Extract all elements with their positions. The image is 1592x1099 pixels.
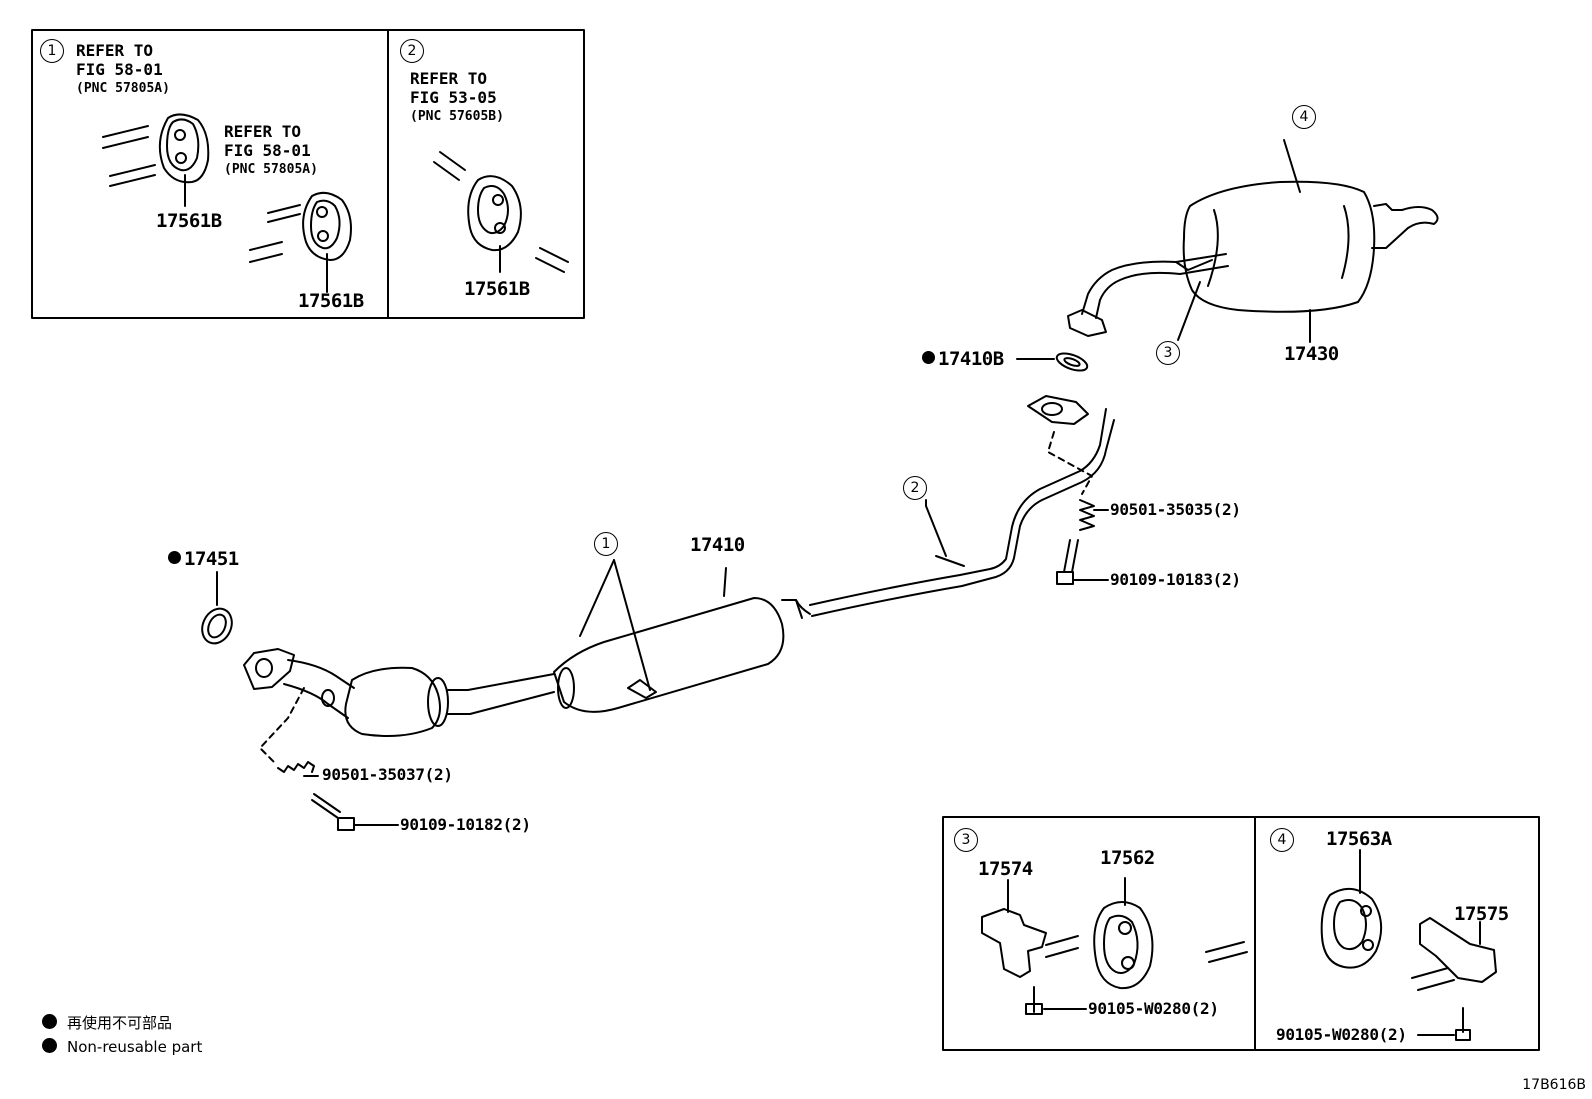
inset2-marker: 2 [400, 39, 424, 63]
inset2-frame [387, 29, 585, 319]
legend-en-text: Non-reusable part [67, 1038, 203, 1056]
inset4-bolt: 90105-W0280(2) [1276, 1025, 1407, 1044]
callout-1: 1 [594, 532, 618, 556]
inset2-ref-pnc: (PNC 57605B) [410, 109, 504, 124]
non-reusable-dot-icon [168, 551, 181, 564]
gasket-17410B [1016, 352, 1089, 372]
inset2-ref-line2: FIG 53-05 [410, 88, 497, 107]
inset2-part: 17561B [464, 278, 530, 300]
leaders [579, 499, 927, 691]
inset1-marker: 1 [40, 39, 64, 63]
callout-4: 4 [1292, 105, 1316, 129]
label-17410: 17410 [690, 534, 745, 556]
legend-jp: 再使用不可部品 [42, 1012, 172, 1033]
inset3-bracket-17574 [981, 879, 1087, 1015]
inset4-part-17575: 17575 [1454, 903, 1509, 925]
inset1-hanger-b [249, 191, 352, 293]
label-90109-10183: 90109-10183(2) [1110, 570, 1241, 589]
inset4-frame [1254, 816, 1540, 1051]
inset1-ref-a-line2: FIG 58-01 [76, 60, 163, 79]
label-17451: 17451 [168, 550, 239, 569]
inset2-ref: REFER TO FIG 53-05 (PNC 57605B) [410, 69, 504, 126]
label-90109-10182: 90109-10182(2) [400, 815, 531, 834]
inset1-ref-a-pnc: (PNC 57805A) [76, 81, 170, 96]
legend-en: Non-reusable part [42, 1038, 202, 1056]
part-17410B: 17410B [938, 348, 1004, 370]
inset1-ref-a-line1: REFER TO [76, 41, 154, 60]
non-reusable-dot-icon [42, 1014, 57, 1029]
inset1-ref-b-line1: REFER TO [224, 122, 302, 141]
inset3-part-17562: 17562 [1100, 847, 1155, 869]
inset3-part-17574: 17574 [978, 858, 1033, 880]
inset4-hanger-17563A [1320, 849, 1383, 969]
inset2-ref-line1: REFER TO [410, 69, 488, 88]
inset1-hanger-a [102, 113, 210, 207]
legend-jp-text: 再使用不可部品 [67, 1014, 173, 1032]
callout-2: 2 [903, 476, 927, 500]
label-90501-35037: 90501-35037(2) [322, 765, 453, 784]
callout-3: 3 [1156, 341, 1180, 365]
inset4-marker: 4 [1270, 828, 1294, 852]
figure-id: 17B616B [1522, 1077, 1586, 1093]
label-90501-35035: 90501-35035(2) [1110, 500, 1241, 519]
label-17410B: 17410B [922, 350, 1004, 369]
inset1-ref-b-line2: FIG 58-01 [224, 141, 311, 160]
inset4-part-17563A: 17563A [1326, 828, 1392, 850]
inset4-bracket-17575 [1411, 917, 1497, 1041]
inset3-marker: 3 [954, 828, 978, 852]
part-17451: 17451 [184, 548, 239, 570]
front-fasteners [259, 687, 399, 831]
rear-fasteners [1047, 431, 1109, 585]
inset1-ref-b-pnc: (PNC 57805A) [224, 162, 318, 177]
label-17430: 17430 [1284, 343, 1339, 365]
non-reusable-dot-icon [922, 351, 935, 364]
inset1-part-b: 17561B [298, 290, 364, 312]
inset3-hanger-17562 [1093, 877, 1248, 990]
tail-pipe-17430 [1067, 139, 1439, 343]
inset3-bolt: 90105-W0280(2) [1088, 999, 1219, 1018]
inset1-ref-a: REFER TO FIG 58-01 (PNC 57805A) [76, 41, 170, 98]
front-pipe-17410 [201, 395, 1115, 737]
inset1-ref-b: REFER TO FIG 58-01 (PNC 57805A) [224, 122, 318, 179]
inset2-hanger [433, 151, 569, 273]
inset1-part-a: 17561B [156, 210, 222, 232]
non-reusable-dot-icon [42, 1038, 57, 1053]
